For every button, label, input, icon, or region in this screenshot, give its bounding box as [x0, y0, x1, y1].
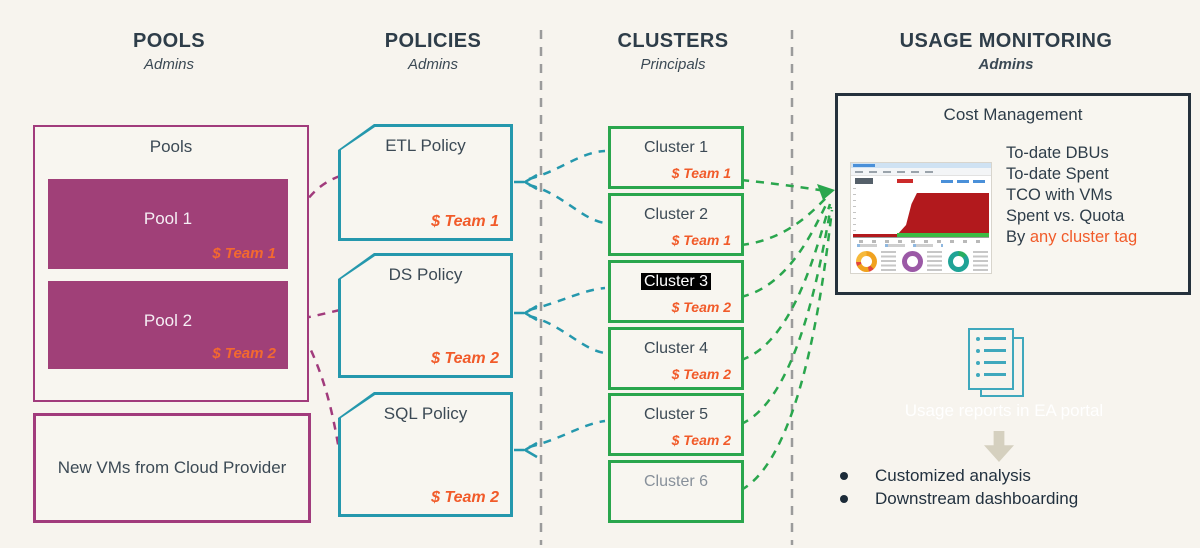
cluster-4-team: $ Team 2 [671, 366, 731, 382]
usage-reports-caption: Usage reports in EA portal [904, 401, 1104, 420]
cluster-3-highlight: Cluster 3 [640, 273, 712, 290]
cluster-6-box: Cluster 6 [608, 460, 744, 523]
policy-ds-box: DS Policy $ Team 2 [338, 253, 513, 378]
new-vms-label: New VMs from Cloud Provider [57, 458, 287, 477]
metric-todate-dbus: To-date DBUs [1006, 144, 1109, 162]
clusters-header: CLUSTERS Principals [553, 30, 793, 73]
report-page-front [968, 328, 1014, 390]
pool-1-box: Pool 1 $ Team 1 [48, 179, 288, 269]
bullet-icon [840, 471, 848, 480]
donut-teal [948, 250, 969, 272]
thumbnail-red-area [853, 193, 989, 238]
clusters-subtitle: Principals [640, 56, 706, 73]
cluster-2-team: $ Team 1 [671, 232, 731, 248]
cluster-1-box: Cluster 1 $ Team 1 [608, 126, 744, 189]
policy-sql-shape [338, 392, 513, 517]
metric-spent-quota: Spent vs. Quota [1006, 207, 1125, 225]
policy-sql-name: SQL Policy [383, 404, 468, 423]
thumbnail-green-strip [896, 233, 989, 238]
usage-reports-icon [968, 328, 1026, 398]
cluster-4-box: Cluster 4 $ Team 2 [608, 327, 744, 390]
cost-management-title: Cost Management [943, 105, 1083, 124]
arrowhead-sql [522, 441, 538, 459]
cluster-3-box: Cluster 3 $ Team 2 [608, 260, 744, 323]
policy-ds-name: DS Policy [388, 265, 463, 284]
pool-2-team: $ Team 2 [212, 345, 276, 362]
usage-header: USAGE MONITORING Admins [826, 30, 1186, 73]
cluster-2-box: Cluster 2 $ Team 1 [608, 193, 744, 256]
cluster-6-name: Cluster 6 [643, 473, 709, 490]
thumbnail-donut-charts [853, 249, 991, 273]
thumbnail-area-chart [853, 188, 989, 238]
cluster-to-policy-connectors [514, 149, 606, 459]
cost-metrics-list: To-date DBUs To-date Spent TCO with VMs … [1006, 143, 1137, 248]
thumbnail-logo [855, 178, 873, 184]
cluster-5-team: $ Team 2 [671, 432, 731, 448]
usage-subtitle: Admins [978, 56, 1034, 73]
donut-orange [856, 250, 877, 272]
pools-subtitle: Admins [143, 56, 195, 73]
pools-group-label: Pools [149, 137, 193, 156]
pool-2-name: Pool 2 [143, 311, 193, 330]
policy-etl-shape [338, 124, 513, 241]
metric-todate-spent: To-date Spent [1006, 165, 1109, 183]
policy-etl-name: ETL Policy [385, 136, 466, 155]
cluster-1-name: Cluster 1 [643, 139, 709, 156]
policy-sql-box: SQL Policy $ Team 2 [338, 392, 513, 517]
cost-dashboard-thumbnail [850, 162, 992, 274]
policy-etl-team: $ Team 1 [431, 213, 499, 230]
arrowhead-ds [522, 304, 538, 322]
pools-title: POOLS [132, 30, 205, 52]
policy-sql-team: $ Team 2 [431, 489, 499, 506]
cluster-5-name: Cluster 5 [643, 406, 709, 423]
cluster-5-box: Cluster 5 $ Team 2 [608, 393, 744, 456]
down-arrow-icon [984, 431, 1014, 462]
pool-2-box: Pool 2 $ Team 2 [48, 281, 288, 369]
output-item: Customized analysis [840, 464, 1078, 487]
policy-ds-team: $ Team 2 [431, 350, 499, 367]
pool-1-name: Pool 1 [143, 209, 193, 228]
thumbnail-titlebar [851, 163, 991, 168]
pool-1-team: $ Team 1 [212, 245, 276, 262]
clusters-title: CLUSTERS [617, 30, 729, 52]
metric-tco-vms: TCO with VMs [1006, 186, 1113, 204]
policies-subtitle: Admins [407, 56, 459, 73]
cluster-3-name: Cluster 3 [611, 273, 741, 291]
metric-cluster-tag: By any cluster tag [1006, 228, 1138, 246]
policies-title: POLICIES [384, 30, 482, 52]
cluster-to-usage-connectors [740, 178, 834, 492]
policies-header: POLICIES Admins [313, 30, 553, 73]
bullet-icon [840, 494, 848, 503]
cluster-4-name: Cluster 4 [643, 340, 709, 357]
cost-management-box: Cost Management To-date DBUs To-date Spe… [835, 93, 1191, 295]
new-vms-box: New VMs from Cloud Provider [33, 413, 311, 523]
cluster-3-team: $ Team 2 [671, 299, 731, 315]
donut-purple [902, 250, 923, 272]
arrowhead-etl [522, 173, 538, 191]
any-cluster-tag-highlight: any cluster tag [1029, 228, 1138, 246]
outputs-list: Customized analysis Downstream dashboard… [840, 464, 1078, 510]
pools-group-box: Pools Pool 1 $ Team 1 Pool 2 $ Team 2 [33, 125, 309, 402]
arrowhead-usage [817, 184, 835, 200]
usage-title: USAGE MONITORING [899, 30, 1113, 52]
thumbnail-header [851, 176, 991, 187]
policy-etl-box: ETL Policy $ Team 1 [338, 124, 513, 241]
pools-header: POOLS Admins [49, 30, 289, 73]
cluster-2-name: Cluster 2 [643, 206, 709, 223]
cluster-1-team: $ Team 1 [671, 165, 731, 181]
policy-ds-shape [338, 253, 513, 378]
output-item: Downstream dashboarding [840, 487, 1078, 510]
